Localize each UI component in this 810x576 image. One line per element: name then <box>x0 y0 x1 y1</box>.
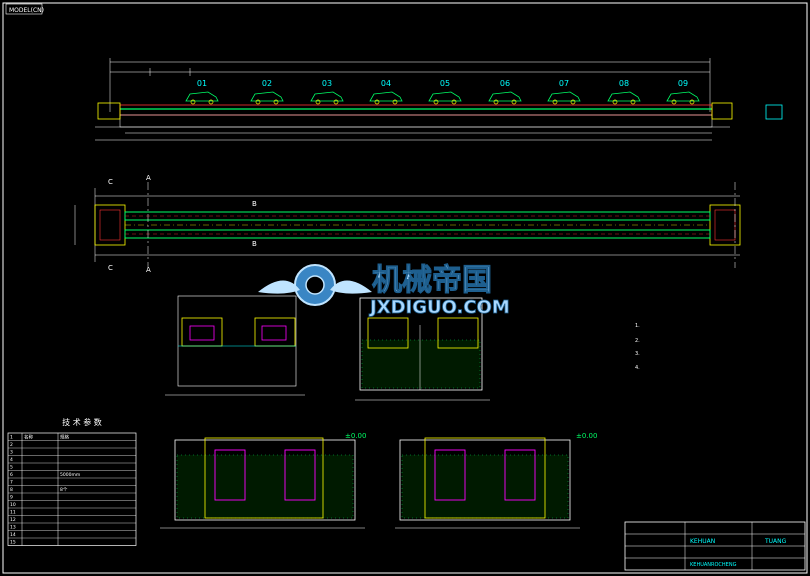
car-icon <box>607 91 641 105</box>
station-label: 01 <box>197 79 207 88</box>
station-label: 04 <box>381 79 391 88</box>
plan-view <box>74 182 741 268</box>
car-icon <box>428 91 462 105</box>
note-line: 2. <box>635 338 640 344</box>
tech-table-no: 14 <box>10 532 16 538</box>
car-icon <box>547 91 581 105</box>
header-tag-box <box>5 3 43 15</box>
tech-table-no: 3 <box>10 450 13 456</box>
section-view-2 <box>355 297 490 401</box>
section-label: A <box>146 266 151 274</box>
tech-table-value: 规格 <box>60 434 69 441</box>
tech-table-no: 6 <box>10 472 13 478</box>
station-label: 03 <box>322 79 332 88</box>
tech-table-no: 13 <box>10 525 16 531</box>
tech-table-name: 名称 <box>24 434 33 441</box>
tech-table-no: 12 <box>10 517 16 523</box>
section-view-3 <box>160 437 365 529</box>
title-block <box>624 521 806 571</box>
tech-table-value: 8个 <box>60 487 68 493</box>
level-mark: ±0.00 <box>576 432 597 440</box>
station-label: 05 <box>440 79 450 88</box>
watermark-en: JXDIGUO.COM <box>368 297 510 318</box>
tech-table-no: 15 <box>10 540 16 546</box>
section-label: C <box>108 264 113 272</box>
elevation-view <box>95 58 783 141</box>
tech-table-no: 2 <box>10 442 13 448</box>
station-vehicles <box>185 91 700 105</box>
station-label: 07 <box>559 79 569 88</box>
car-icon <box>666 91 700 105</box>
section-label: B <box>252 200 257 208</box>
tech-table-title: 技 术 参 数 <box>62 417 102 427</box>
note-line: 3. <box>635 351 640 357</box>
level-mark: ±0.00 <box>345 432 366 440</box>
car-icon <box>488 91 522 105</box>
watermark <box>258 264 372 306</box>
station-label: 02 <box>262 79 272 88</box>
car-icon <box>185 91 219 105</box>
car-icon <box>369 91 403 105</box>
title-company: KEHUAN <box>690 538 715 545</box>
station-label: 08 <box>619 79 629 88</box>
header-tag: MODEL(CN) <box>9 7 44 14</box>
station-label: 06 <box>500 79 510 88</box>
tech-table-no: 9 <box>10 495 13 501</box>
tech-table-no: 1 <box>10 435 13 441</box>
section-label: C <box>108 178 113 186</box>
station-label: 09 <box>678 79 688 88</box>
tech-table-no: 7 <box>10 480 13 486</box>
note-line: 1. <box>635 323 640 329</box>
watermark-cn: 机械帝国 <box>372 263 492 298</box>
wings-icon <box>258 280 372 294</box>
section-view-1 <box>165 295 305 396</box>
title-bottom-code: KEHUANROCHENG <box>690 562 737 568</box>
tech-table-no: 11 <box>10 510 16 516</box>
note-line: 4. <box>635 365 640 371</box>
tech-table-no: 8 <box>10 487 13 493</box>
section-label: B <box>252 240 257 248</box>
tech-table-value: 5000mm <box>60 472 80 478</box>
tech-table-no: 4 <box>10 457 13 463</box>
car-icon <box>310 91 344 105</box>
section-label: A <box>146 174 151 182</box>
tech-table-no: 10 <box>10 502 16 508</box>
car-icon <box>250 91 284 105</box>
title-drawing-no: TUANG <box>764 538 787 545</box>
tech-table-no: 5 <box>10 465 13 471</box>
section-view-4 <box>395 437 580 529</box>
